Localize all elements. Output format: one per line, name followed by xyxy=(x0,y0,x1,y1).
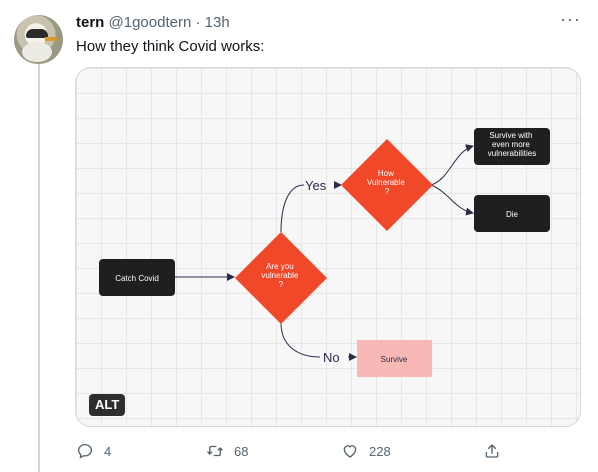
node-decision2-line3: ? xyxy=(385,187,390,196)
tweet-text: How they think Covid works: xyxy=(76,38,265,55)
like-button[interactable]: 228 xyxy=(341,442,391,460)
heart-icon xyxy=(343,445,357,458)
node-catch-covid-line1: Catch Covid xyxy=(115,274,159,283)
like-count: 228 xyxy=(369,443,391,459)
node-survive-more-line3: vulnerabilities xyxy=(488,149,536,158)
svg-text:Catch Covid: Catch Covid xyxy=(115,274,159,283)
node-survive: Survive xyxy=(357,340,432,377)
reply-icon xyxy=(77,443,93,459)
node-die-line1: Die xyxy=(506,210,519,219)
svg-text:Die: Die xyxy=(506,210,519,219)
thread-line xyxy=(38,64,40,472)
share-icon xyxy=(485,444,499,458)
reply-button[interactable]: 4 xyxy=(76,442,111,460)
node-survive-more-line1: Survive with xyxy=(489,131,532,140)
arrow-to-die xyxy=(430,184,474,216)
flowchart: Catch Covid Are you vulnerable ? How Vul… xyxy=(99,128,550,377)
svg-text:Survive with even more: Survive with even more vulnerabilities xyxy=(488,131,536,158)
node-decision-how-vulnerable: How Vulnerable ? xyxy=(341,139,433,231)
node-decision1-line2: vulnerable xyxy=(261,271,298,280)
tweet-image[interactable]: Catch Covid Are you vulnerable ? How Vul… xyxy=(75,67,581,427)
arrow-no xyxy=(280,322,321,358)
tweet-actions: 4 68 228 xyxy=(76,442,576,464)
reply-count: 4 xyxy=(104,443,112,459)
author-name[interactable]: tern xyxy=(76,14,105,31)
retweet-count: 68 xyxy=(234,443,249,459)
node-decision-vulnerable: Are you vulnerable ? xyxy=(235,232,327,324)
retweet-icon xyxy=(207,445,223,457)
more-horizontal-icon[interactable]: ··· xyxy=(560,9,581,29)
avatar-tern-beak xyxy=(45,37,57,41)
separator: · xyxy=(195,14,201,31)
alt-badge[interactable]: ALT xyxy=(89,394,126,416)
arrow-yes xyxy=(280,184,305,233)
edge-label-yes: Yes xyxy=(305,178,327,193)
retweet-button[interactable]: 68 xyxy=(206,442,248,460)
node-decision2-line1: How xyxy=(378,169,394,178)
svg-text:How Vulnerable: How Vulnerable ? xyxy=(367,169,407,196)
node-die: Die xyxy=(474,195,550,232)
svg-text:Are you vulnerable: Are you vulnerable ? xyxy=(261,262,300,289)
node-decision2-line2: Vulnerable xyxy=(367,178,406,187)
arrow-to-survive-more xyxy=(430,144,474,186)
node-decision1-line1: Are you xyxy=(266,262,294,271)
node-catch-covid: Catch Covid xyxy=(99,259,175,296)
node-survive-more-vulnerable: Survive with even more vulnerabilities xyxy=(474,128,550,165)
author-handle[interactable]: @1goodtern xyxy=(108,14,192,31)
avatar[interactable] xyxy=(14,15,63,64)
timestamp[interactable]: 13h xyxy=(204,14,230,31)
avatar-tern-body xyxy=(22,42,52,62)
avatar-tern-cap xyxy=(26,29,48,38)
svg-text:Survive: Survive xyxy=(381,355,408,364)
node-decision1-line3: ? xyxy=(279,280,284,289)
node-survive-line1: Survive xyxy=(381,355,408,364)
share-button[interactable] xyxy=(483,442,501,460)
edge-label-no: No xyxy=(323,350,340,365)
tweet-header: tern @1goodtern · 13h xyxy=(76,13,230,33)
node-survive-more-line2: even more xyxy=(492,140,530,149)
